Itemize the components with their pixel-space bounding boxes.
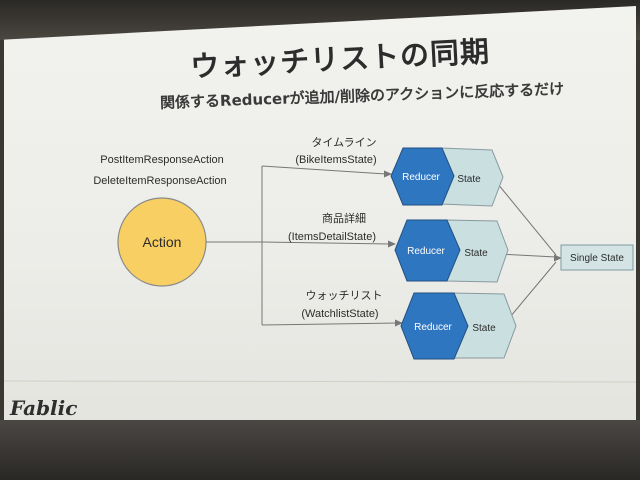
reducer-label-watchlist: Reducer — [414, 322, 452, 333]
branch-label-timeline: タイムライン — [311, 136, 376, 149]
branch-label-watchlist: ウォッチリスト — [306, 289, 383, 302]
branch-state-class-timeline: (BikeItemsState) — [295, 154, 376, 166]
branch-label-item-detail: 商品詳細 — [322, 211, 366, 225]
arrow-heads — [384, 170, 562, 327]
state-label-item-detail: State — [464, 248, 488, 259]
action-node-label: Action — [143, 234, 182, 250]
reducer-hexagon-timeline — [390, 147, 455, 206]
reducer-label-timeline: Reducer — [402, 172, 440, 183]
action-name-post: PostItemResponseAction — [100, 154, 224, 166]
state-label-watchlist: State — [472, 323, 496, 334]
floor-background — [0, 420, 640, 480]
fablic-logo: Fablic — [10, 396, 78, 420]
state-label-timeline: State — [457, 174, 481, 185]
action-name-delete: DeleteItemResponseAction — [93, 175, 226, 187]
single-state-box — [560, 244, 634, 271]
reducer-label-item-detail: Reducer — [407, 246, 445, 257]
reducer-hexagon-watchlist — [400, 292, 469, 360]
branch-state-class-item-detail: (ItemsDetailState) — [288, 231, 376, 243]
slide-background — [4, 6, 636, 426]
single-state-label: Single State — [570, 253, 624, 264]
connector-lines — [206, 165, 557, 326]
reducer-hexagon-item-detail — [394, 219, 461, 282]
footer-divider — [3, 380, 637, 383]
branch-state-class-watchlist: (WatchlistState) — [301, 308, 378, 320]
